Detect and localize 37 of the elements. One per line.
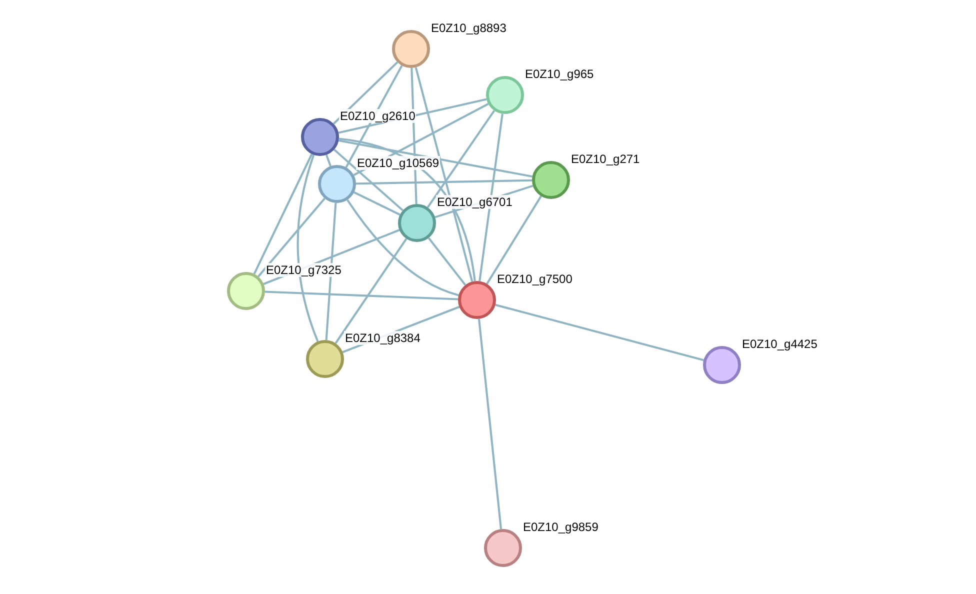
protein-node [318, 165, 356, 203]
interaction-line [478, 114, 504, 282]
node-label: E0Z10_g965 [524, 67, 595, 81]
interaction-line [338, 139, 533, 178]
protein-node [532, 161, 570, 199]
node-label: E0Z10_g6701 [436, 195, 514, 209]
node-label: E0Z10_g2610 [339, 109, 416, 123]
node-label: E0Z10_g10569 [356, 156, 440, 170]
interaction-line [478, 318, 502, 530]
interaction-line [296, 154, 319, 342]
protein-node [398, 204, 436, 242]
protein-node [484, 529, 522, 567]
interaction-line [334, 148, 404, 212]
interaction-line [258, 198, 326, 278]
protein-node [392, 30, 430, 68]
protein-node [703, 346, 741, 384]
node-label: E0Z10_g271 [570, 152, 641, 166]
protein-node [227, 272, 265, 310]
interaction-line [414, 67, 474, 282]
protein-node [306, 340, 344, 378]
interaction-line [428, 237, 466, 286]
node-label: E0Z10_g9859 [522, 520, 600, 534]
interaction-line [356, 179, 532, 185]
node-label: E0Z10_g4425 [741, 337, 818, 351]
node-label: E0Z10_g8893 [430, 21, 508, 35]
node-label: E0Z10_g7500 [496, 272, 574, 286]
protein-node [458, 281, 496, 319]
interaction-line [264, 290, 458, 300]
node-label: E0Z10_g7325 [265, 263, 342, 277]
interaction-line [332, 61, 398, 125]
protein-node [486, 76, 524, 114]
interaction-line [253, 154, 313, 274]
protein-node [301, 118, 339, 156]
node-label: E0Z10_g8384 [344, 331, 422, 345]
interaction-line [325, 154, 332, 166]
interaction-line [495, 304, 704, 362]
interaction-line [325, 202, 337, 340]
